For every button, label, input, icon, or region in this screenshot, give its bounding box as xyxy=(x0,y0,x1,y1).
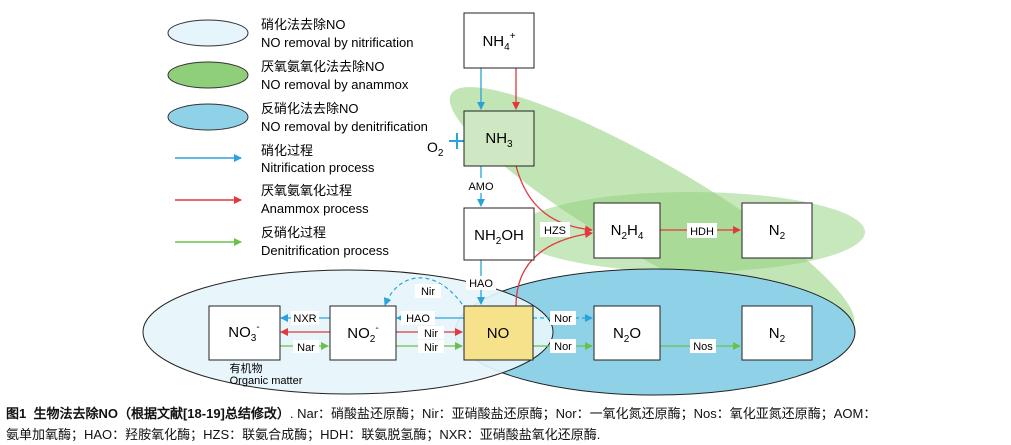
node-n2o: N2O xyxy=(613,325,641,345)
caption-title: 生物法去除NO（根据文献[18-19]总结修改） xyxy=(33,406,290,421)
node-n2h4: N2H4 xyxy=(611,222,644,242)
label-nxr: NXR xyxy=(293,313,316,325)
node-nh3-box xyxy=(463,110,535,167)
label-organic-en: Organic matter xyxy=(230,375,303,387)
label-nor-bottom: Nor xyxy=(554,341,572,353)
arrow-no-n2h4 xyxy=(515,230,593,307)
node-nh3: NH3 xyxy=(485,130,513,150)
node-no2-box xyxy=(329,305,397,361)
label-nir-red: Nir xyxy=(424,328,438,340)
legend-denitrification-process-zh: 反硝化过程 xyxy=(261,225,326,240)
label-hao-top: HAO xyxy=(469,278,493,290)
o2-plus-icon xyxy=(449,133,465,149)
node-no3-box xyxy=(208,305,281,361)
legend-anammox-zh: 厌氧氨氧化法去除NO xyxy=(261,59,385,74)
legend-anammox-swatch xyxy=(167,61,249,89)
legend-nitrification-en: NO removal by nitrification xyxy=(261,35,413,50)
label-nir-green: Nir xyxy=(424,342,438,354)
node-nh2oh: NH2OH xyxy=(474,227,524,247)
label-hdh: HDH xyxy=(690,226,714,238)
legend-denitrification-en: NO removal by denitrification xyxy=(261,119,428,134)
label-organic-zh: 有机物 xyxy=(230,361,263,375)
caption-body-line1: . Nar：硝酸盐还原酶；Nir：亚硝酸盐还原酶；Nor：一氧化氮还原酶；Nos… xyxy=(289,406,877,421)
caption-figure-label: 图1 xyxy=(6,406,27,421)
legend-denitrification-swatch xyxy=(167,103,249,131)
legend-denitrification-zh: 反硝化法去除NO xyxy=(261,101,359,116)
caption-body-line2: 氨单加氧酶；HAO：羟胺氧化酶；HZS：联氨合成酶；HDH：联氨脱氢酶；NXR：… xyxy=(6,427,601,442)
legend-nitrification-swatch xyxy=(167,19,249,47)
legend-nitrification-process-zh: 硝化过程 xyxy=(261,143,313,158)
node-n2h4-box xyxy=(593,202,661,259)
legend-anammox-en: NO removal by anammox xyxy=(261,77,409,92)
label-hao-mid: HAO xyxy=(406,313,430,325)
label-nir-dashed: Nir xyxy=(421,286,435,298)
legend-anammox-process-zh: 厌氧氨氧化过程 xyxy=(261,183,352,198)
label-hzs: HZS xyxy=(544,225,566,237)
label-nor-top: Nor xyxy=(554,313,572,325)
node-n2-bottom-box xyxy=(741,305,813,361)
legend-anammox-process-en: Anammox process xyxy=(261,201,369,216)
arrow-nh3-n2h4 xyxy=(515,165,593,234)
label-amo: AMO xyxy=(468,181,494,193)
node-no: NO xyxy=(487,325,510,342)
node-n2o-box xyxy=(593,305,661,361)
label-nar: Nar xyxy=(297,342,315,354)
arrow-nir-dashed xyxy=(383,277,467,311)
legend-denitrification-process-en: Denitrification process xyxy=(261,243,389,258)
legend-nitrification-process-en: Nitrification process xyxy=(261,160,375,175)
node-no-box xyxy=(463,305,534,361)
o2-label: O2 xyxy=(427,139,444,159)
nitrogen-pathway-diagram: 硝化法去除NO NO removal by nitrification 厌氧氨氧… xyxy=(142,12,865,396)
legend-nitrification-zh: 硝化法去除NO xyxy=(261,17,346,32)
node-n2-top-box xyxy=(741,202,813,259)
label-nos: Nos xyxy=(693,341,713,353)
node-nh2oh-box xyxy=(463,207,535,261)
node-nh4-box xyxy=(463,12,535,69)
figure-caption: 图1 生物法去除NO（根据文献[18-19]总结修改）. Nar：硝酸盐还原酶；… xyxy=(6,403,1006,445)
